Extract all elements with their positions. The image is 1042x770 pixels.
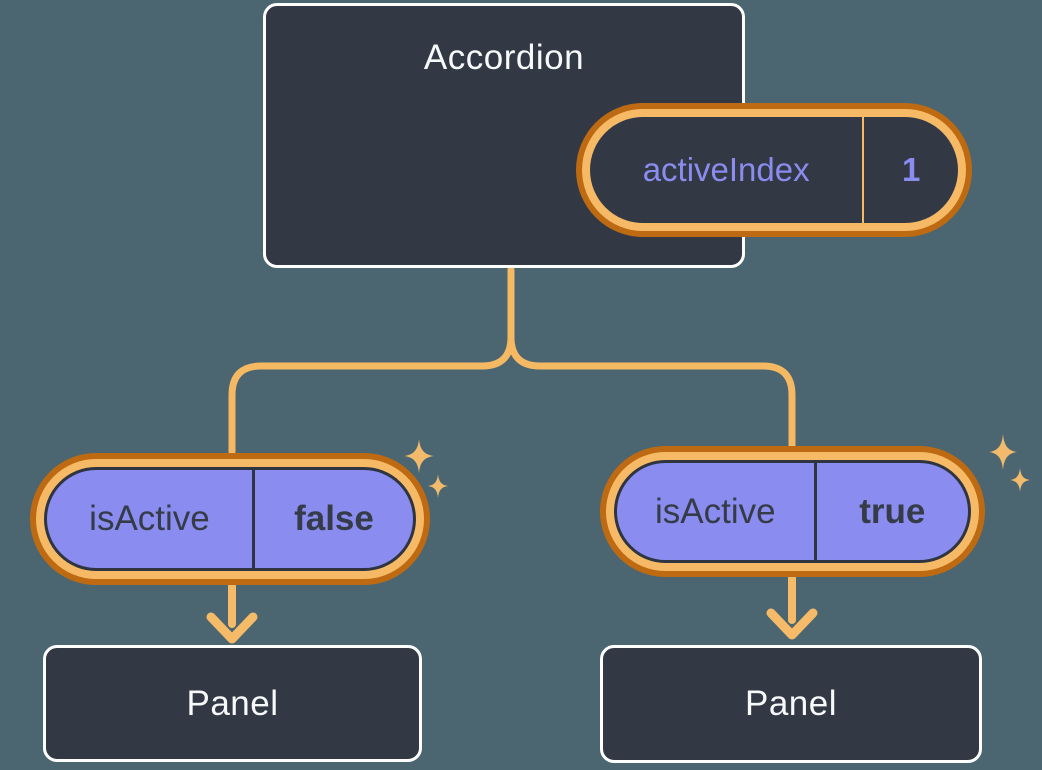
connector-root-to-right-child xyxy=(507,266,796,456)
sparkle-icon xyxy=(404,439,434,473)
sparkle-icon xyxy=(428,474,448,498)
accordion-component-box: Accordion activeIndex 1 xyxy=(263,3,972,268)
prop-pill-is-active-false: isActive false xyxy=(30,453,430,585)
arrow-right xyxy=(766,574,818,640)
state-value: 1 xyxy=(901,151,921,188)
sparkles-right-child xyxy=(989,434,1030,492)
sparkles-left-child xyxy=(404,439,448,498)
state-name: activeIndex xyxy=(642,151,810,188)
prop-name: isActive xyxy=(654,491,776,531)
pill-divider xyxy=(251,470,255,568)
panel-title: Panel xyxy=(186,683,279,723)
panel-title: Panel xyxy=(744,684,838,723)
connector-root-to-left-child xyxy=(228,266,515,464)
prop-value: false xyxy=(294,499,374,538)
connector-lines xyxy=(228,266,796,464)
state-pill-highlight-ring: activeIndex 1 xyxy=(582,109,966,231)
sparkle-icon xyxy=(989,434,1017,470)
state-pill-active-index: activeIndex 1 xyxy=(576,103,972,237)
prop-name: isActive xyxy=(89,499,210,538)
panel-box-right: Panel xyxy=(600,645,982,763)
prop-value: true xyxy=(859,491,926,531)
sparkle-icon xyxy=(1010,468,1030,492)
panel-box-left: Panel xyxy=(43,645,422,762)
prop-pill-highlight-ring: isActive true xyxy=(606,452,979,571)
pill-divider xyxy=(813,463,817,560)
prop-pill-highlight-ring: isActive false xyxy=(36,459,424,579)
arrow-left-head xyxy=(206,612,258,644)
pill-divider xyxy=(862,117,865,223)
arrow-right-head xyxy=(766,608,818,640)
arrow-left xyxy=(206,582,258,644)
prop-pill-is-active-true: isActive true xyxy=(600,446,985,577)
accordion-title: Accordion xyxy=(423,38,585,77)
